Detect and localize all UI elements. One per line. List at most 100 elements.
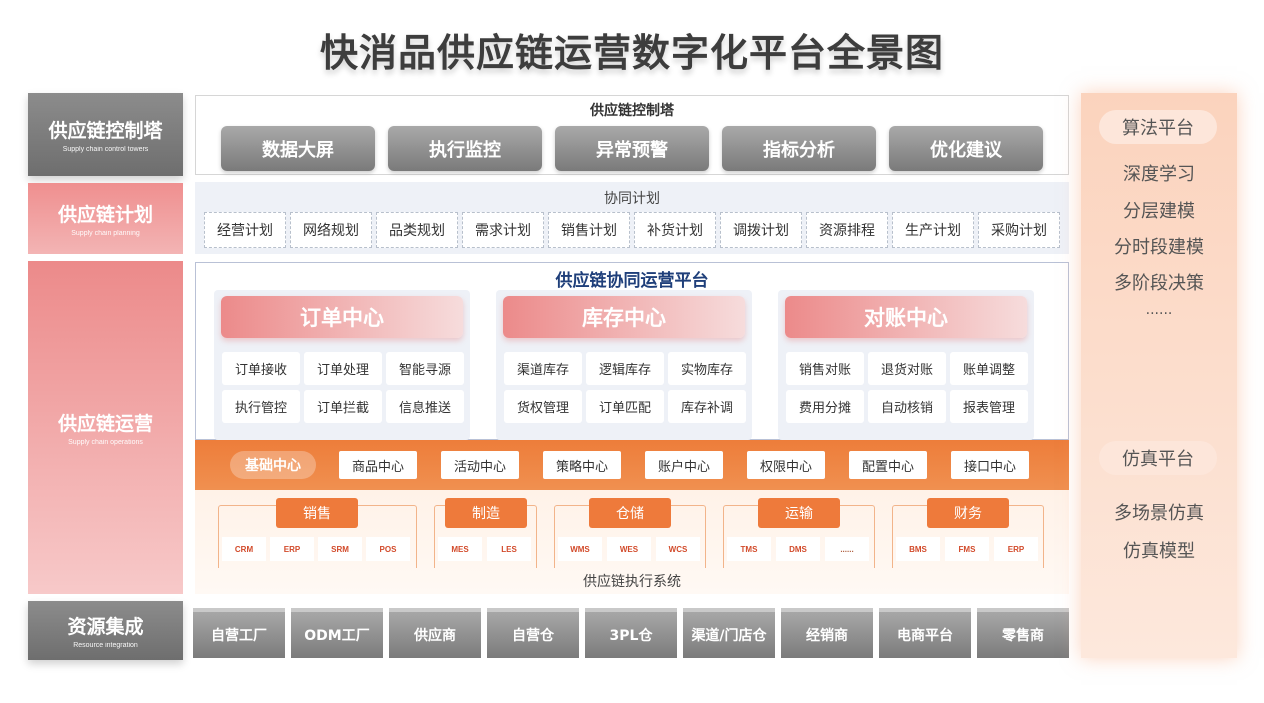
label-resource: 资源集成 Resource integration xyxy=(28,601,183,660)
algorithm-item: ...... xyxy=(1145,302,1173,318)
plan-item: 资源排程 xyxy=(806,212,888,248)
resource-cap xyxy=(291,608,383,614)
resource-item: ODM工厂 xyxy=(291,612,383,658)
tower-item: 优化建议 xyxy=(889,126,1043,171)
center-item: 订单接收 xyxy=(222,352,300,385)
exec-item: POS xyxy=(366,537,410,561)
resource-cap xyxy=(879,608,971,614)
algorithm-platform-title: 算法平台 xyxy=(1099,110,1217,144)
label-planning-en: Supply chain planning xyxy=(71,230,140,237)
resource-item: 渠道/门店仓 xyxy=(683,612,775,658)
base-item: 策略中心 xyxy=(543,451,621,479)
plan-item: 经营计划 xyxy=(204,212,286,248)
exec-item: MES xyxy=(438,537,482,561)
exec-item: ERP xyxy=(994,537,1038,561)
base-center-label: 基础中心 xyxy=(230,451,316,479)
resource-cap xyxy=(487,608,579,614)
control-tower-title: 供应链控制塔 xyxy=(590,103,674,119)
plan-item: 采购计划 xyxy=(978,212,1060,248)
label-resource-cn: 资源集成 xyxy=(67,616,144,638)
label-control-tower-cn: 供应链控制塔 xyxy=(48,120,163,142)
exec-group-title: 销售 xyxy=(276,498,358,528)
exec-item: FMS xyxy=(945,537,989,561)
exec-item: WES xyxy=(607,537,651,561)
resource-item: 经销商 xyxy=(781,612,873,658)
base-item: 活动中心 xyxy=(441,451,519,479)
tower-item: 异常预警 xyxy=(555,126,709,171)
planning-title: 协同计划 xyxy=(604,191,660,207)
page-title: 快消品供应链运营数字化平台全景图 xyxy=(319,31,944,75)
plan-item: 调拨计划 xyxy=(720,212,802,248)
plan-item: 品类规划 xyxy=(376,212,458,248)
resource-item: 电商平台 xyxy=(879,612,971,658)
center-item: 库存补调 xyxy=(668,390,746,423)
resource-cap xyxy=(683,608,775,614)
exec-item: BMS xyxy=(896,537,940,561)
simulation-item: 多场景仿真 xyxy=(1114,503,1204,524)
operations-title: 供应链协同运营平台 xyxy=(555,271,709,291)
center-item: 报表管理 xyxy=(950,390,1028,423)
base-center-band xyxy=(195,440,1069,490)
algorithm-item: 多阶段决策 xyxy=(1114,273,1204,294)
center-item: 实物库存 xyxy=(668,352,746,385)
exec-item: TMS xyxy=(727,537,771,561)
center-item: 订单匹配 xyxy=(586,390,664,423)
center-item: 费用分摊 xyxy=(786,390,864,423)
exec-item: SRM xyxy=(318,537,362,561)
resource-item: 自营仓 xyxy=(487,612,579,658)
execution-title: 供应链执行系统 xyxy=(583,574,681,590)
plan-item: 需求计划 xyxy=(462,212,544,248)
algorithm-item: 分层建模 xyxy=(1123,201,1195,222)
tower-item: 数据大屏 xyxy=(221,126,375,171)
label-control-tower: 供应链控制塔 Supply chain control towers xyxy=(28,93,183,176)
center-item: 货权管理 xyxy=(504,390,582,423)
base-item: 商品中心 xyxy=(339,451,417,479)
exec-item: ERP xyxy=(270,537,314,561)
center-item: 智能寻源 xyxy=(386,352,464,385)
label-resource-en: Resource integration xyxy=(73,642,138,649)
center-item: 销售对账 xyxy=(786,352,864,385)
resource-cap xyxy=(585,608,677,614)
base-item: 接口中心 xyxy=(951,451,1029,479)
exec-item: CRM xyxy=(222,537,266,561)
label-operations-cn: 供应链运营 xyxy=(57,413,153,435)
exec-group-title: 制造 xyxy=(445,498,527,528)
tower-item: 执行监控 xyxy=(388,126,542,171)
base-item: 配置中心 xyxy=(849,451,927,479)
resource-item: 零售商 xyxy=(977,612,1069,658)
algorithm-item: 分时段建模 xyxy=(1114,237,1204,258)
inventory-center-title: 库存中心 xyxy=(503,296,745,338)
resource-item: 供应商 xyxy=(389,612,481,658)
plan-item: 销售计划 xyxy=(548,212,630,248)
label-planning-cn: 供应链计划 xyxy=(57,204,153,226)
resource-cap xyxy=(389,608,481,614)
label-operations: 供应链运营 Supply chain operations xyxy=(28,261,183,594)
label-planning: 供应链计划 Supply chain planning xyxy=(28,183,183,254)
exec-item: LES xyxy=(487,537,531,561)
order-center-title: 订单中心 xyxy=(221,296,463,338)
base-item: 权限中心 xyxy=(747,451,825,479)
simulation-platform-title: 仿真平台 xyxy=(1099,441,1217,475)
reconciliation-center-title: 对账中心 xyxy=(785,296,1027,338)
center-item: 订单拦截 xyxy=(304,390,382,423)
resource-cap xyxy=(781,608,873,614)
plan-item: 网络规划 xyxy=(290,212,372,248)
exec-group-title: 仓储 xyxy=(589,498,671,528)
exec-item: WCS xyxy=(656,537,700,561)
exec-item: ...... xyxy=(825,537,869,561)
algorithm-item: 深度学习 xyxy=(1123,164,1195,185)
center-item: 信息推送 xyxy=(386,390,464,423)
center-item: 逻辑库存 xyxy=(586,352,664,385)
plan-item: 生产计划 xyxy=(892,212,974,248)
plan-item: 补货计划 xyxy=(634,212,716,248)
center-item: 退货对账 xyxy=(868,352,946,385)
simulation-item: 仿真模型 xyxy=(1123,541,1195,562)
exec-item: WMS xyxy=(558,537,602,561)
resource-cap xyxy=(193,608,285,614)
label-operations-en: Supply chain operations xyxy=(68,439,143,446)
center-item: 账单调整 xyxy=(950,352,1028,385)
center-item: 执行管控 xyxy=(222,390,300,423)
center-item: 渠道库存 xyxy=(504,352,582,385)
exec-item: DMS xyxy=(776,537,820,561)
base-item: 账户中心 xyxy=(645,451,723,479)
